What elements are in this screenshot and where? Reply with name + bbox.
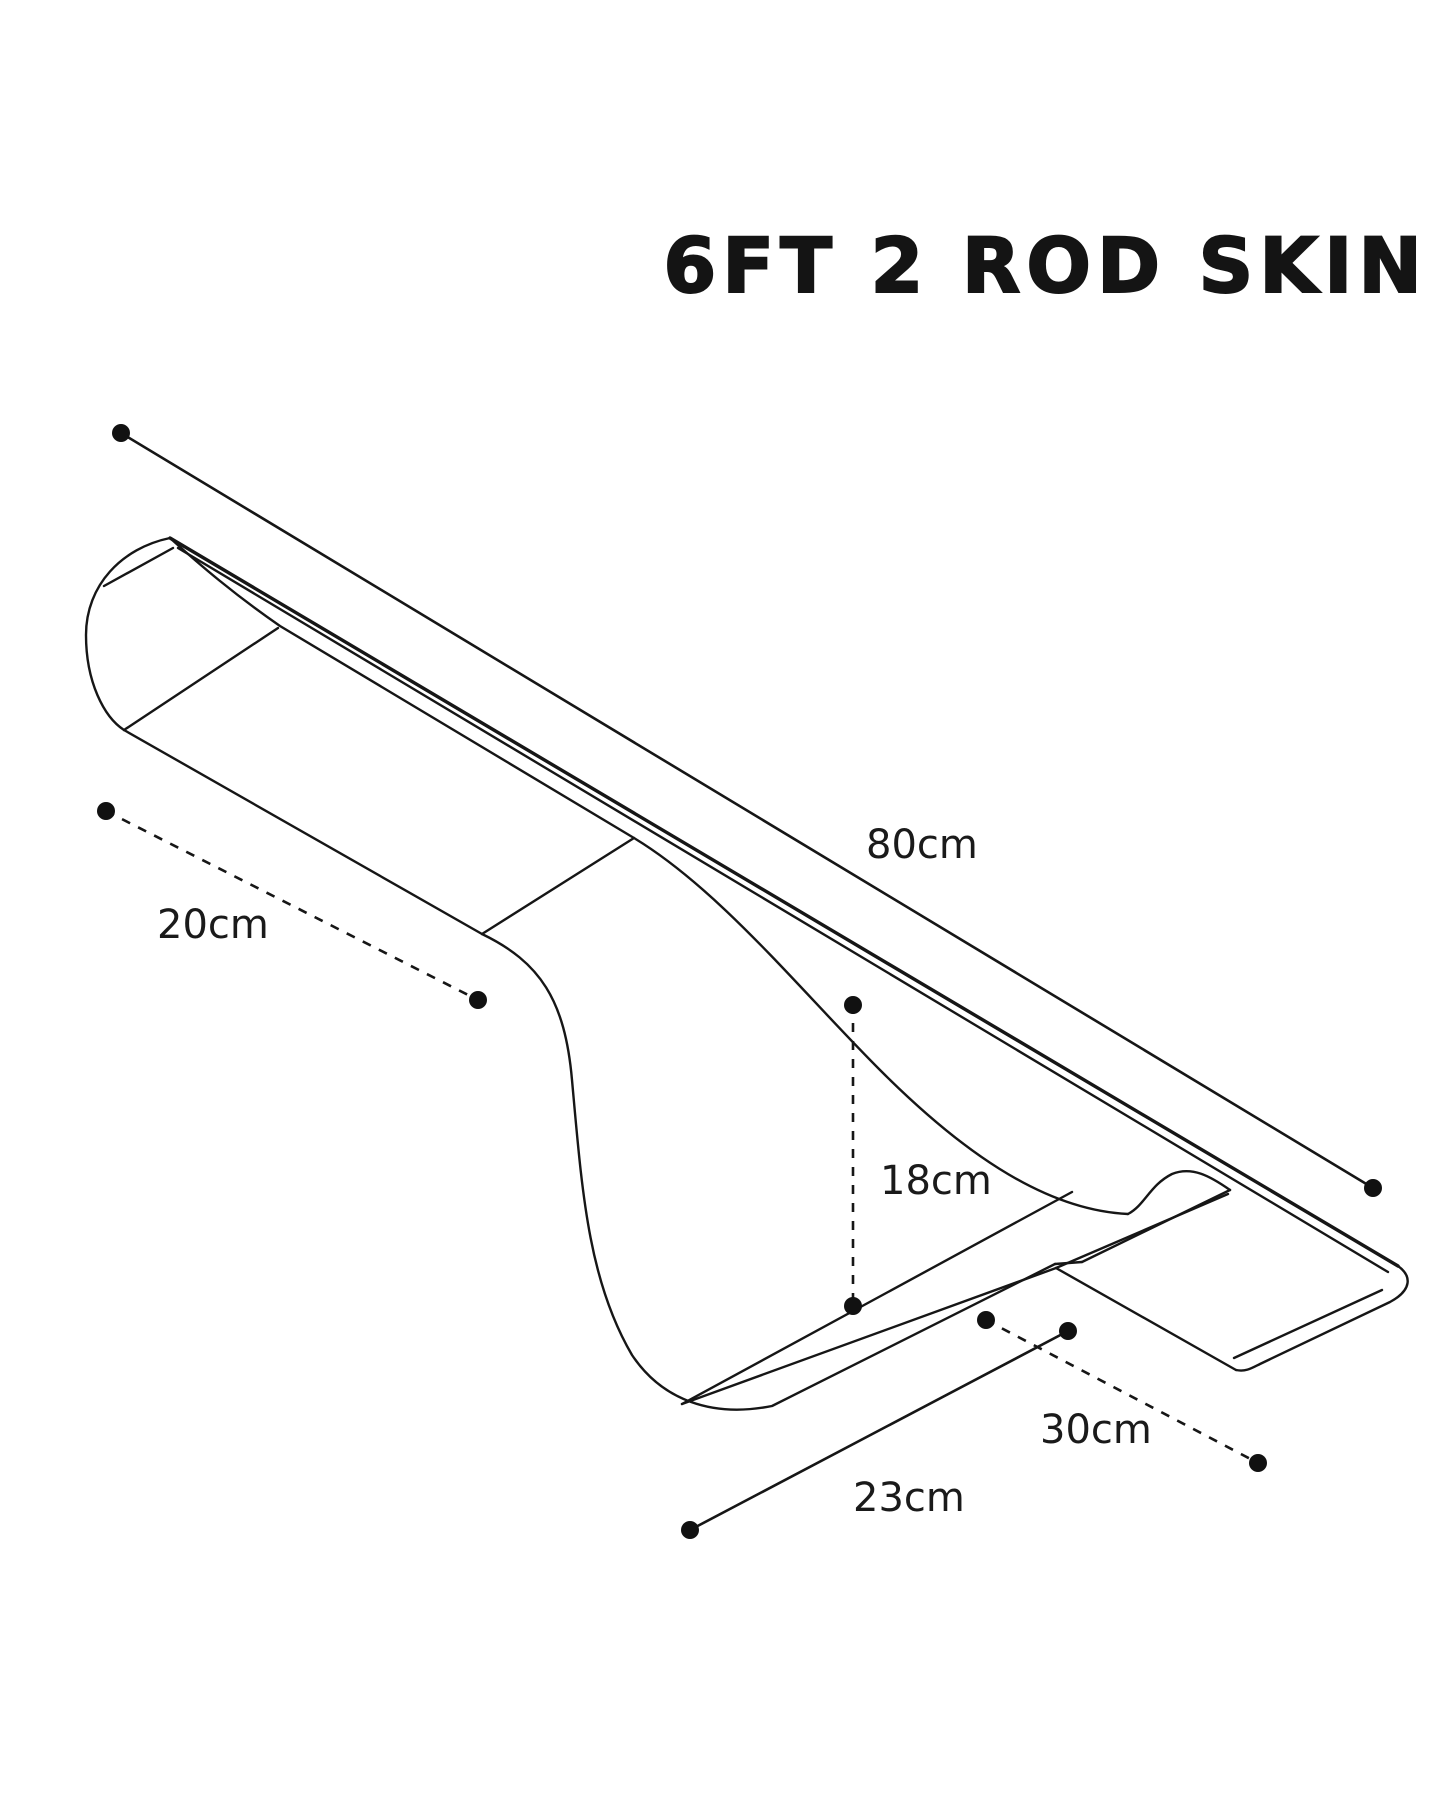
seam-line-4: [680, 1190, 1074, 1406]
seam-line-3: [480, 836, 636, 936]
reel-width-start-dot: [681, 1521, 699, 1539]
length-dimension-line: [120, 431, 1374, 1190]
length-start-dot: [112, 424, 130, 442]
rod-skin-outline: [84, 536, 1409, 1411]
reel-width-dimension-line: [689, 1329, 1069, 1532]
length-end-dot: [1364, 1179, 1382, 1197]
butt-underside-edge: [122, 728, 484, 936]
reel-width-end-dot: [1059, 1322, 1077, 1340]
seam-line-5: [1054, 1192, 1230, 1270]
butt-bevel-curve: [168, 536, 1130, 1216]
tip-end-cap: [1234, 1264, 1409, 1372]
reel-height-bottom-dot: [844, 1297, 862, 1315]
top-spine-edge: [168, 536, 1400, 1268]
dimension-reel-height: 18cm: [844, 996, 992, 1315]
length-label: 80cm: [866, 822, 978, 868]
tip-width-dimension-line: [985, 1318, 1259, 1465]
reel-height-top-dot: [844, 996, 862, 1014]
diagram-title: 6FT 2 ROD SKIN: [663, 221, 1428, 310]
butt-width-start-dot: [97, 802, 115, 820]
butt-width-end-dot: [469, 991, 487, 1009]
dimension-tip-width: 30cm: [977, 1311, 1267, 1472]
tip-width-start-dot: [977, 1311, 995, 1329]
tip-width-label: 30cm: [1040, 1407, 1152, 1453]
butt-width-dimension-line: [105, 809, 479, 1002]
tip-width-end-dot: [1249, 1454, 1267, 1472]
reel-width-label: 23cm: [853, 1475, 965, 1521]
seam-line-2: [122, 626, 280, 732]
butt-end-cap: [84, 536, 172, 732]
dimension-length: 80cm: [112, 424, 1382, 1197]
butt-width-label: 20cm: [157, 902, 269, 948]
dimension-butt-width: 20cm: [97, 802, 487, 1009]
seam-line-1: [102, 546, 175, 588]
tip-notch: [1126, 1169, 1232, 1216]
tip-end-inner: [1232, 1288, 1384, 1360]
dimension-reel-width: 23cm: [681, 1322, 1077, 1539]
tip-section-bottom: [1054, 1266, 1238, 1372]
reel-height-label: 18cm: [880, 1158, 992, 1204]
top-spine-inner-edge: [176, 546, 1390, 1274]
reel-bottom-edge: [680, 1266, 1058, 1406]
